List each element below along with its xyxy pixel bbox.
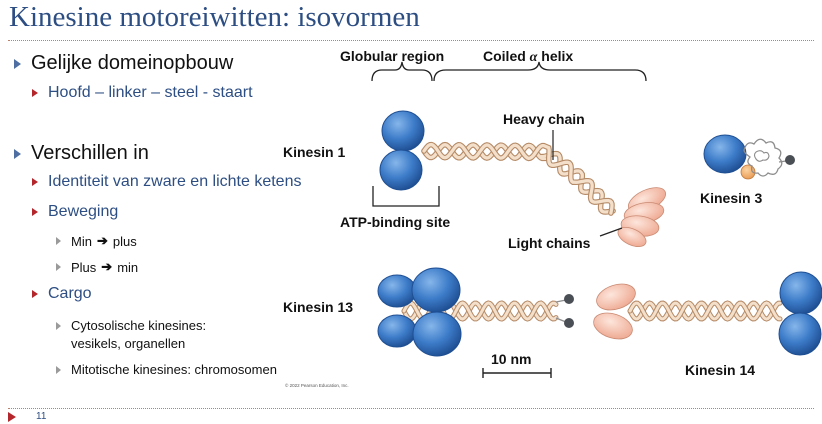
bullet-item: Cargo — [32, 285, 92, 303]
slide-footer: 11 — [8, 411, 46, 422]
right-arrow-icon: ➔ — [96, 233, 108, 248]
coiled-suffix: helix — [537, 48, 573, 64]
kinesin3-tail-link — [778, 160, 787, 163]
kinesin14-tail-lobe — [593, 312, 633, 340]
kinesin3-label: Kinesin 3 — [700, 190, 762, 206]
right-arrow-icon: ➔ — [101, 259, 113, 274]
kinesin3-coiled-tail — [743, 138, 783, 177]
bullet-text: Beweging — [48, 203, 119, 220]
kinesin3-coiled-tail-inner — [753, 150, 770, 162]
kinesin1-label: Kinesin 1 — [283, 144, 345, 160]
bullet-marker-icon — [56, 365, 61, 374]
bullet-item: Verschillen in — [14, 142, 149, 165]
light-chains-label: Light chains — [508, 235, 591, 251]
bullet-text: Gelijke domeinopbouw — [31, 52, 234, 74]
kinesin13-motor-head — [377, 274, 417, 308]
bullet-marker-icon — [32, 290, 38, 298]
bullet-marker-icon — [32, 178, 38, 186]
globular-region-brace — [371, 61, 433, 82]
kinesin13-molecule — [377, 267, 574, 357]
kinesin14-stalk-strand-fill — [628, 301, 782, 321]
kinesin3-tail-end — [785, 155, 795, 165]
kinesin13-motor-head — [377, 314, 417, 348]
bullet-text: Identiteit van zware en lichte ketens — [48, 173, 302, 190]
bullet-text: Plus — [71, 259, 97, 275]
bullet-item: Identiteit van zware en lichte ketens — [32, 173, 301, 191]
bullet-text: Cytosolische kinesines: vesikels, organe… — [71, 318, 207, 351]
globular-region-label: Globular region — [340, 48, 444, 64]
kinesin14-label: Kinesin 14 — [685, 362, 755, 378]
kinesin13-stalk-strand-fill — [402, 301, 558, 321]
bullet-item: Plus ➔ min — [56, 259, 138, 275]
bullet-marker-icon — [32, 89, 38, 97]
bullet-text: Hoofd – linker – steel - staart — [48, 84, 253, 101]
coiled-helix-label: Coiled α helix — [483, 48, 573, 65]
scale-bar — [482, 368, 552, 378]
atp-binding-site-label: ATP-binding site — [340, 214, 450, 230]
bullet-text: Cargo — [48, 285, 92, 302]
light-chain-lobe — [617, 226, 647, 248]
kinesin3-molecule — [703, 134, 795, 180]
kinesin13-tail-end — [564, 294, 574, 304]
scale-bar-label: 10 nm — [491, 351, 531, 367]
coiled-prefix: Coiled — [483, 48, 530, 64]
copyright-text: © 2022 Pearson Education, Inc. — [285, 382, 349, 388]
bullet-text: min — [117, 259, 139, 275]
kinesin13-motor-head — [411, 267, 461, 313]
bullet-text: Verschillen in — [31, 142, 149, 164]
bullet-item: Cytosolische kinesines: vesikels, organe… — [56, 317, 256, 353]
page-number: 11 — [36, 411, 47, 422]
kinesin1-molecule — [379, 110, 667, 248]
bullet-item: Hoofd – linker – steel - staart — [32, 84, 253, 102]
bullet-text: Mitotische kinesines: chromosomen — [71, 362, 277, 377]
bullet-item: Min ➔ plus — [56, 233, 137, 249]
footer-marker-icon — [8, 411, 16, 422]
kinesin13-motor-head — [412, 311, 462, 357]
kinesin14-molecule — [593, 271, 822, 356]
bullet-marker-icon — [32, 208, 38, 216]
kinesin1-heavy-chain-strand-fill — [422, 142, 614, 215]
kinesin1-motor-head — [381, 110, 425, 152]
alpha-symbol: α — [530, 50, 538, 65]
bullet-marker-icon — [56, 237, 61, 245]
bullet-marker-icon — [56, 322, 61, 330]
light-chains-pointer — [599, 227, 623, 237]
kinesin13-label: Kinesin 13 — [283, 299, 353, 315]
kinesin3-motor-head — [703, 134, 747, 174]
bullet-item: Beweging — [32, 203, 118, 221]
kinesin1-heavy-chain-strand-fill — [422, 143, 615, 214]
bullet-text: Min — [71, 233, 92, 249]
bullet-text: plus — [112, 233, 137, 249]
kinesin13-tail-end — [564, 318, 574, 328]
bullet-marker-icon — [14, 58, 21, 69]
kinesin14-motor-head — [779, 271, 822, 315]
kinesin1-motor-head — [379, 149, 423, 191]
bullet-item: Gelijke domeinopbouw — [14, 52, 233, 75]
coiled-helix-brace — [433, 61, 647, 82]
title-divider — [8, 40, 814, 41]
slide-title: Kinesine motoreiwitten: isovormen — [9, 1, 420, 33]
bullet-marker-icon — [14, 148, 21, 159]
footer-divider — [8, 408, 814, 409]
atp-binding-site-bracket — [372, 186, 440, 207]
bullet-marker-icon — [56, 263, 61, 271]
heavy-chain-label: Heavy chain — [503, 111, 585, 127]
bullet-list: Gelijke domeinopbouw Hoofd – linker – st… — [0, 0, 360, 424]
kinesin14-tail-lobe — [596, 283, 636, 311]
kinesin14-motor-head — [778, 312, 822, 356]
bullet-item: Mitotische kinesines: chromosomen — [56, 362, 277, 377]
